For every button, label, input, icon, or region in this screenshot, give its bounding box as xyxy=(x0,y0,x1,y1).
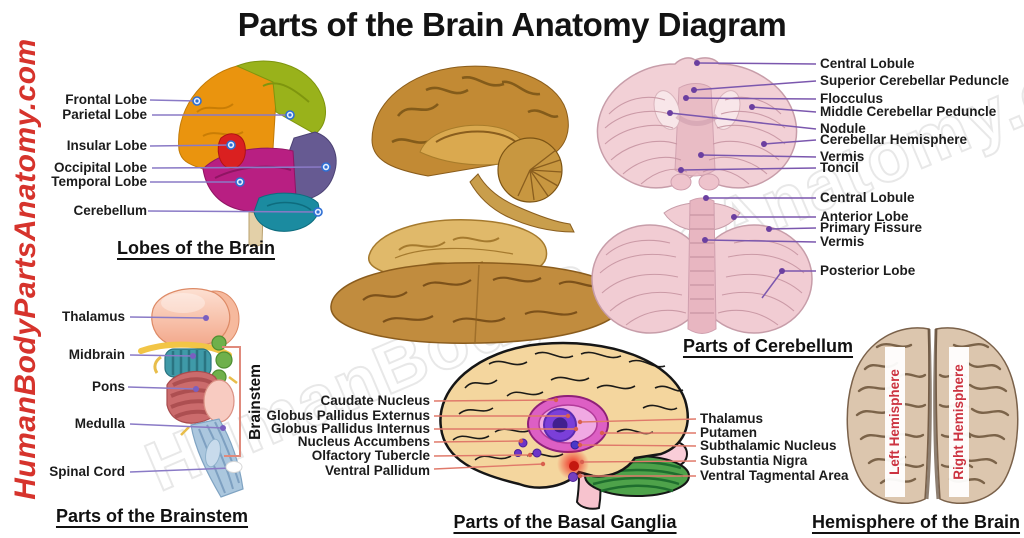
label-occipital-lobe: Occipital Lobe xyxy=(53,160,147,175)
label-flocculus: Flocculus xyxy=(820,91,884,106)
heading-lobes: Lobes of the Brain xyxy=(116,238,276,258)
label-right-hemisphere: Right Hemisphere xyxy=(949,347,969,497)
cerebellum-superior-illustration xyxy=(591,197,813,334)
label-ventral-pallidum: Ventral Pallidum xyxy=(324,463,430,478)
label-parietal-lobe: Parietal Lobe xyxy=(62,107,147,122)
label-nucleus-accumbens: Nucleus Accumbens xyxy=(297,434,430,449)
label-subthalamic-nucleus: Subthalamic Nucleus xyxy=(700,438,837,453)
heading-brainstem: Parts of the Brainstem xyxy=(55,506,249,526)
label-toncil: Toncil xyxy=(820,160,859,175)
brainstem-illustration xyxy=(138,288,244,498)
label-caudate-nucleus: Caudate Nucleus xyxy=(320,393,430,408)
basal-ganglia-illustration xyxy=(439,341,690,510)
label-posterior-lobe: Posterior Lobe xyxy=(820,263,916,278)
label-thalamus-bg: Thalamus xyxy=(700,411,764,426)
label-middle-peduncle: Middle Cerebellar Peduncle xyxy=(820,104,997,119)
label-substantia-nigra: Substantia Nigra xyxy=(700,453,808,468)
cerebellum-anterior-illustration xyxy=(596,57,798,191)
label-vermis-1: Vermis xyxy=(820,149,865,164)
page-title: Parts of the Brain Anatomy Diagram xyxy=(237,6,787,43)
heading-cerebellum: Parts of Cerebellum xyxy=(682,336,854,356)
label-cerebellar-hemisphere: Cerebellar Hemisphere xyxy=(820,132,968,147)
label-globus-pallidus-externus: Globus Pallidus Externus xyxy=(266,408,430,423)
label-pons: Pons xyxy=(91,379,125,394)
label-insular-lobe: Insular Lobe xyxy=(66,138,147,153)
label-central-lobule-1: Central Lobule xyxy=(820,56,915,71)
label-midbrain: Midbrain xyxy=(68,347,125,362)
label-temporal-lobe: Temporal Lobe xyxy=(51,174,147,189)
heading-basal-ganglia: Parts of the Basal Ganglia xyxy=(453,512,677,532)
label-frontal-lobe: Frontal Lobe xyxy=(65,92,147,107)
label-cerebellum: Cerebellum xyxy=(73,203,147,218)
brain-hemispheres-illustration xyxy=(846,327,1019,504)
label-medulla: Medulla xyxy=(74,416,125,431)
label-olfactory-tubercle: Olfactory Tubercle xyxy=(311,448,430,463)
label-vermis-2: Vermis xyxy=(820,234,865,249)
label-central-lobule-2: Central Lobule xyxy=(820,190,915,205)
side-brand: HumanBodyPartsAnatomy.com xyxy=(2,0,50,538)
label-nodule: Nodule xyxy=(820,121,866,136)
side-brand-text: HumanBodyPartsAnatomy.com xyxy=(9,38,42,500)
label-thalamus: Thalamus xyxy=(61,309,125,324)
label-ventral-tagmental-area: Ventral Tagmental Area xyxy=(700,468,849,483)
heading-hemisphere: Hemisphere of the Brain xyxy=(811,512,1021,532)
label-anterior-lobe: Anterior Lobe xyxy=(820,209,909,224)
label-putamen: Putamen xyxy=(700,425,758,440)
label-left-hemisphere: Left Hemisphere xyxy=(885,347,905,497)
label-globus-pallidus-internus: Globus Pallidus Internus xyxy=(270,421,430,436)
label-superior-peduncle: Superior Cerebellar Peduncle xyxy=(820,73,1010,88)
label-primary-fissure: Primary Fissure xyxy=(820,220,923,235)
brain-slices-photo xyxy=(330,219,625,344)
label-spinal-cord: Spinal Cord xyxy=(49,464,125,479)
sagittal-brain-photo xyxy=(371,65,575,233)
